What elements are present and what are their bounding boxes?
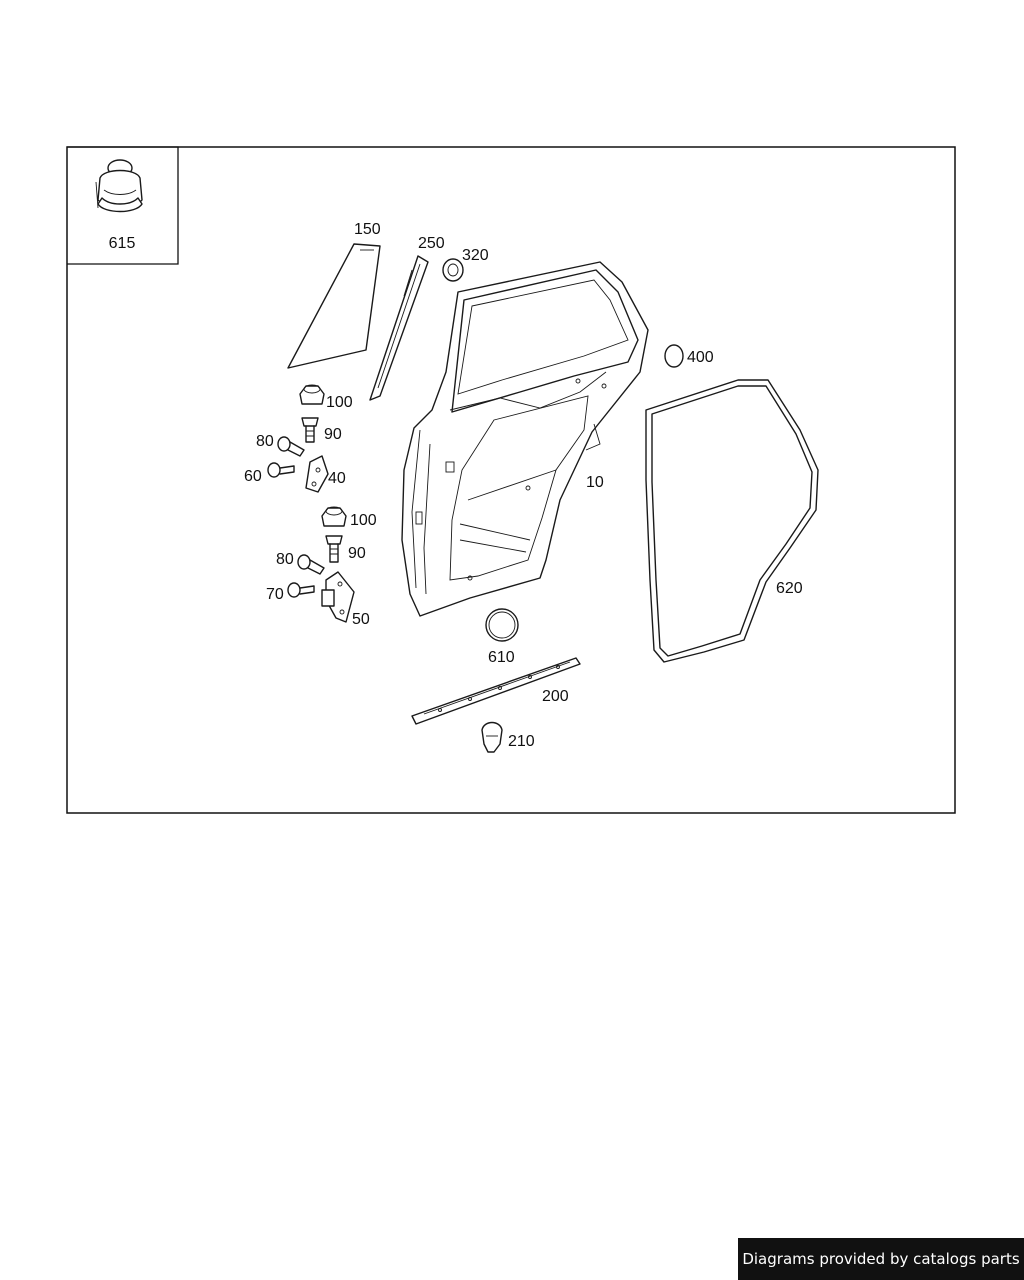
bolt-90-lower-icon xyxy=(325,535,343,563)
sill-strip-200 xyxy=(411,657,581,725)
callout-80-upper: 80 xyxy=(256,433,274,450)
callout-210: 210 xyxy=(508,733,535,750)
callout-100-lower: 100 xyxy=(350,512,377,529)
callout-150: 150 xyxy=(354,221,381,238)
callout-200: 200 xyxy=(542,688,569,705)
screw-80-lower-icon xyxy=(297,554,325,575)
callout-90-lower: 90 xyxy=(348,545,366,562)
hinge-50-icon xyxy=(321,571,355,623)
callout-70: 70 xyxy=(266,586,284,603)
hinge-40-icon xyxy=(305,455,329,493)
quarter-glass-150 xyxy=(287,243,381,369)
callout-100-upper: 100 xyxy=(326,394,353,411)
diagram-frame xyxy=(66,146,956,814)
callout-615: 615 xyxy=(109,235,136,252)
ring-seal-610-icon xyxy=(485,608,519,642)
bolt-90-upper-icon xyxy=(301,417,319,443)
nut-100-lower-icon xyxy=(321,506,347,527)
door-seal-620 xyxy=(645,379,819,663)
callout-60: 60 xyxy=(244,468,262,485)
window-channel-250 xyxy=(369,255,429,401)
nut-100-upper-icon xyxy=(299,384,325,405)
callout-40: 40 xyxy=(328,470,346,487)
callout-80-lower: 80 xyxy=(276,551,294,568)
diagram-credit-banner: Diagrams provided by catalogs parts xyxy=(738,1238,1024,1280)
callout-50: 50 xyxy=(352,611,370,628)
callout-400: 400 xyxy=(687,349,714,366)
callout-610: 610 xyxy=(488,649,515,666)
plug-400-icon xyxy=(664,344,684,368)
screw-80-upper-icon xyxy=(277,436,305,457)
grommet-320-icon xyxy=(442,258,464,282)
door-shell-10 xyxy=(401,261,649,617)
callout-320: 320 xyxy=(462,247,489,264)
callout-620: 620 xyxy=(776,580,803,597)
callout-10: 10 xyxy=(586,474,604,491)
screw-70-icon xyxy=(287,582,315,598)
callout-90-upper: 90 xyxy=(324,426,342,443)
inset-box-615: 615 xyxy=(67,146,179,265)
callout-250: 250 xyxy=(418,235,445,252)
screw-60-icon xyxy=(267,462,295,478)
grommet-615-icon xyxy=(95,159,143,213)
clip-210-icon xyxy=(481,721,503,753)
